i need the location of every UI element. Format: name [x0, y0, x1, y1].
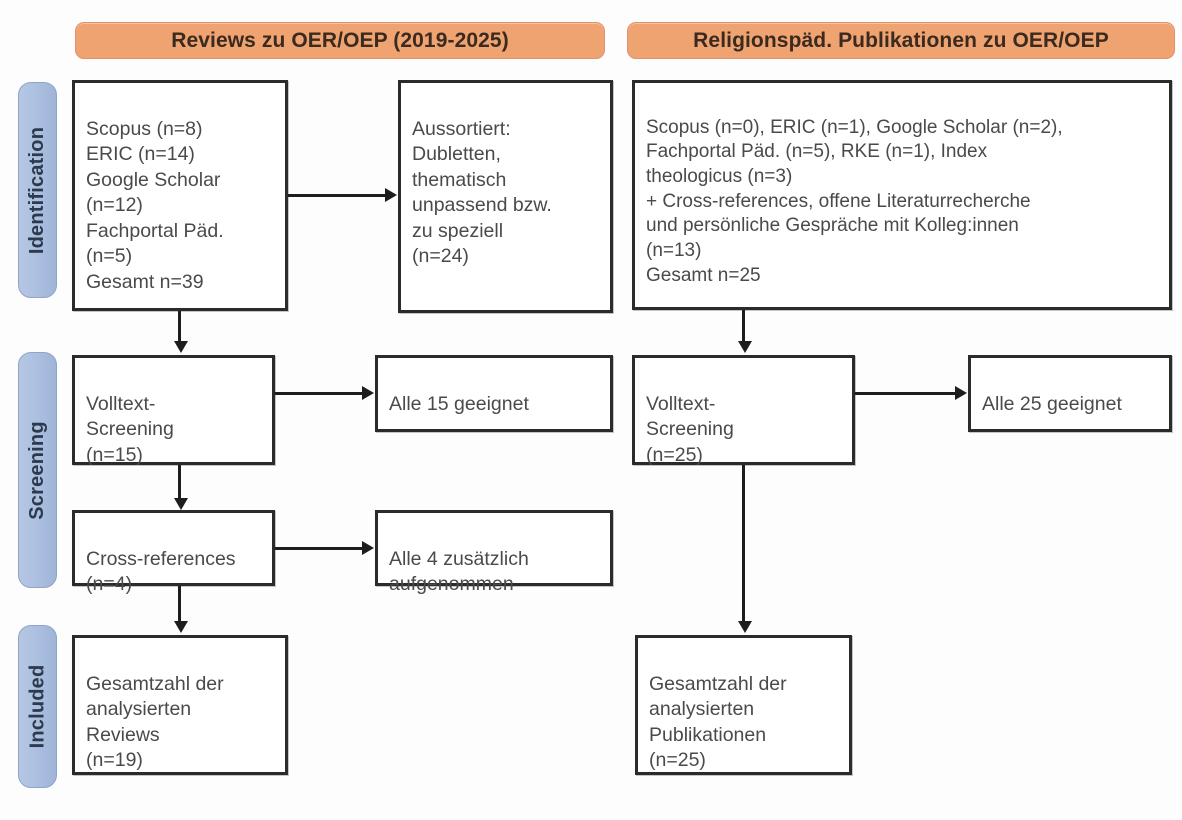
- box-left-identification-sources: Scopus (n=8) ERIC (n=14) Google Scholar …: [72, 80, 288, 311]
- connector-left-sources-to-fulltext: [178, 311, 181, 343]
- arrow-right-fulltext-to-included: [738, 621, 752, 633]
- connector-right-sources-to-fulltext: [742, 310, 745, 343]
- arrow-left-crossrefs-to-included: [174, 621, 188, 633]
- box-left-fulltext-result: Alle 15 geeignet: [375, 355, 613, 432]
- box-left-fulltext-screening: Volltext- Screening (n=15): [72, 355, 275, 466]
- connector-left-crossrefs-to-included: [178, 586, 181, 622]
- connector-left-crossrefs-to-result: [275, 547, 363, 550]
- stage-bar-screening: Screening: [18, 352, 57, 588]
- box-left-cross-references-text: Cross-references (n=4): [86, 547, 236, 596]
- box-left-included-total: Gesamtzahl der analysierten Reviews (n=1…: [72, 635, 288, 775]
- box-right-fulltext-result: Alle 25 geeignet: [968, 355, 1172, 432]
- banner-right-publications: Religionspäd. Publikationen zu OER/OEP: [627, 22, 1175, 59]
- box-right-fulltext-screening: Volltext- Screening (n=25): [632, 355, 855, 466]
- connector-left-sources-to-excluded: [288, 194, 386, 197]
- box-left-excluded: Aussortiert: Dubletten, thematisch unpas…: [398, 80, 613, 313]
- arrow-left-sources-to-fulltext: [174, 341, 188, 353]
- box-right-fulltext-result-text: Alle 25 geeignet: [982, 392, 1122, 415]
- connector-right-fulltext-to-included: [742, 465, 745, 622]
- arrow-right-sources-to-fulltext: [738, 341, 752, 353]
- banner-left-reviews: Reviews zu OER/OEP (2019-2025): [75, 22, 605, 59]
- banner-right-label: Religionspäd. Publikationen zu OER/OEP: [693, 28, 1109, 52]
- stage-label-identification: Identification: [26, 126, 48, 254]
- box-right-identification-sources-text: Scopus (n=0), ERIC (n=1), Google Scholar…: [646, 116, 1063, 286]
- box-right-identification-sources: Scopus (n=0), ERIC (n=1), Google Scholar…: [632, 80, 1172, 310]
- box-left-identification-sources-text: Scopus (n=8) ERIC (n=14) Google Scholar …: [86, 117, 224, 293]
- box-right-fulltext-screening-text: Volltext- Screening (n=25): [646, 392, 734, 466]
- arrow-left-fulltext-to-crossrefs: [174, 498, 188, 510]
- arrow-left-crossrefs-to-result: [362, 541, 374, 555]
- stage-bar-identification: Identification: [18, 82, 57, 298]
- box-left-cross-references-result: Alle 4 zusätzlich aufgenommen: [375, 510, 613, 595]
- box-right-included-total-text: Gesamtzahl der analysierten Publikatione…: [649, 672, 787, 772]
- box-left-excluded-text: Aussortiert: Dubletten, thematisch unpas…: [412, 117, 552, 268]
- box-left-cross-references-result-text: Alle 4 zusätzlich aufgenommen: [389, 547, 529, 596]
- stage-label-screening: Screening: [26, 420, 48, 520]
- stage-label-included: Included: [26, 664, 49, 749]
- box-right-included-total: Gesamtzahl der analysierten Publikatione…: [635, 635, 852, 775]
- connector-left-fulltext-to-result: [275, 392, 363, 395]
- box-left-included-total-text: Gesamtzahl der analysierten Reviews (n=1…: [86, 672, 224, 772]
- stage-bar-included: Included: [18, 625, 57, 788]
- banner-left-label: Reviews zu OER/OEP (2019-2025): [171, 28, 509, 52]
- arrow-left-sources-to-excluded: [385, 188, 397, 202]
- arrow-right-fulltext-to-result: [955, 386, 967, 400]
- connector-left-fulltext-to-crossrefs: [178, 465, 181, 500]
- connector-right-fulltext-to-result: [855, 392, 956, 395]
- box-left-fulltext-screening-text: Volltext- Screening (n=15): [86, 392, 174, 466]
- box-left-cross-references: Cross-references (n=4): [72, 510, 275, 595]
- box-left-fulltext-result-text: Alle 15 geeignet: [389, 392, 529, 415]
- arrow-left-fulltext-to-result: [362, 386, 374, 400]
